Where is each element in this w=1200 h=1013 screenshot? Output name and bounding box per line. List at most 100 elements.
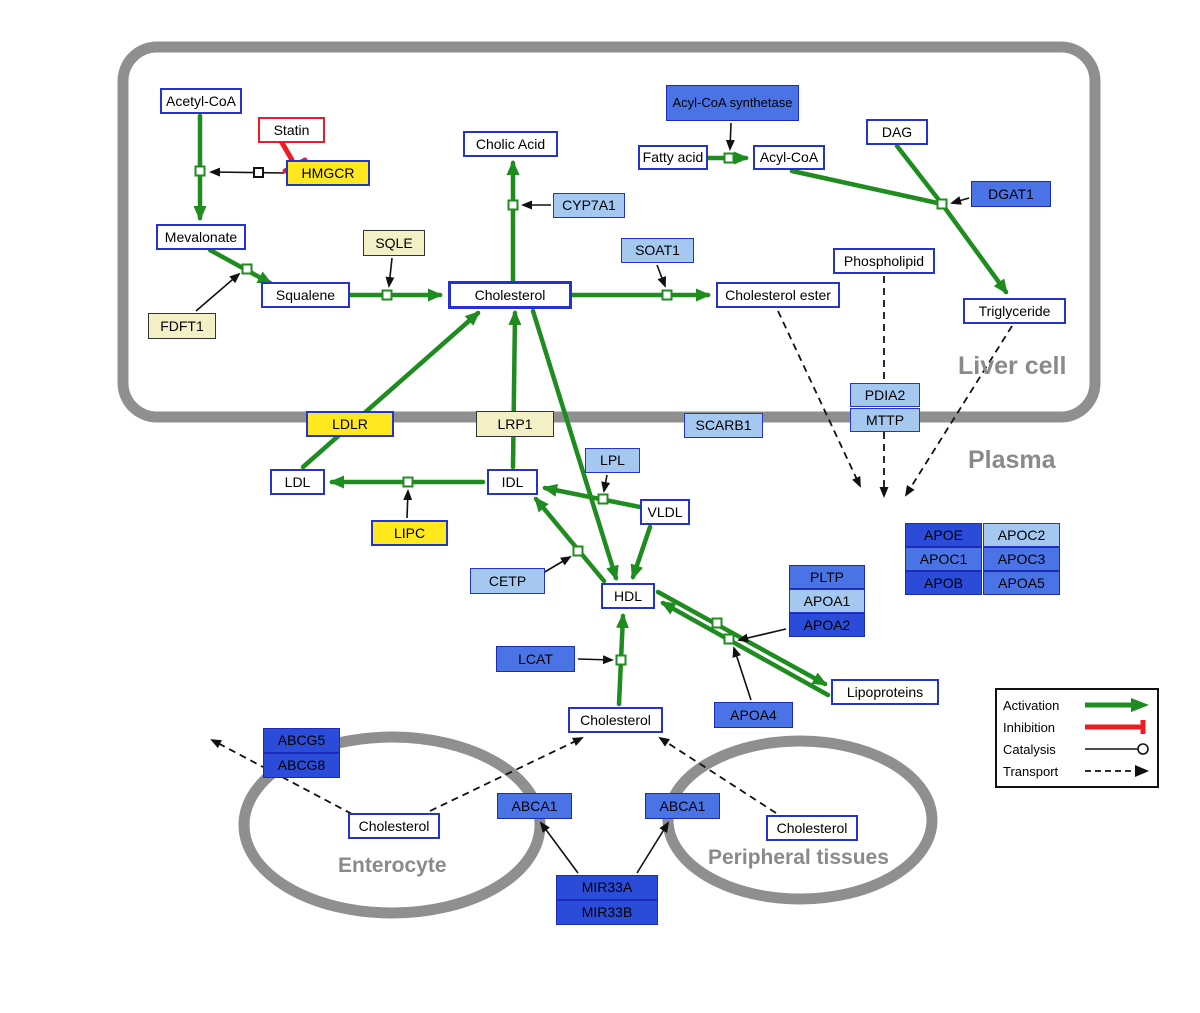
catalysis-lpl [601,474,611,493]
node-lipoproteins: Lipoproteins [831,679,939,705]
node-dag: DAG [866,119,928,145]
edge-acylcoa-dgatnode [789,168,945,207]
gene-lipc: LIPC [371,520,448,546]
inhibition-line [278,138,295,163]
node-fatty-acid: Fatty acid [638,145,708,170]
gene-lpl: LPL [585,448,640,473]
catalysis-lipc [403,489,413,519]
catalysis-cetp [542,555,572,574]
compartment-shapes [117,41,1101,919]
legend-row-catalysis: Catalysis [1003,739,1151,759]
gene-apoa1: APOA1 [789,589,865,613]
edge-vldl-hdl [630,524,653,580]
gene-abcg5: ABCG5 [263,728,340,753]
edge-mevalonate-squalene [207,247,273,286]
node-cholesterol-plasma: Cholesterol [568,707,663,733]
reaction-node [402,476,414,488]
plasma-label: Plasma [968,446,1056,474]
peripheral-tissues-outline [662,735,938,905]
edge-vldl-idl-lpl [542,483,643,510]
gene-pltp: PLTP [789,565,865,589]
gene-acyl-coa-synthetase: Acyl-CoA synthetase [666,85,799,121]
gene-fdft1: FDFT1 [148,313,216,339]
gene-apoa2: APOA2 [789,613,865,637]
gene-abca1-left: ABCA1 [497,793,572,819]
reaction-node [711,617,723,629]
gene-pdia2: PDIA2 [850,383,920,407]
reaction-nodes [194,152,948,666]
catalysis-soat1 [656,264,667,288]
peripheral-tissues-label: Peripheral tissues [708,846,889,869]
edge-cholesterol-hdl [530,308,619,581]
catalysis-hmgcr [209,167,285,177]
reaction-node [936,198,948,210]
node-cholesterol-liver: Cholesterol [448,281,572,309]
legend-row-transport: Transport [1003,761,1151,781]
catalysis-node-hmgcr [253,167,264,178]
activation-arrow-icon [1085,698,1149,712]
edge-lipoproteins-hdl [660,600,831,698]
catalysis-apoa4 [732,646,752,701]
gene-mir33a: MIR33A [556,875,658,900]
node-mevalonate: Mevalonate [156,224,246,250]
reaction-node [723,633,735,645]
node-acyl-coa: Acyl-CoA [753,145,825,170]
gene-hmgcr: HMGCR [286,160,370,186]
node-ldl: LDL [270,469,325,495]
legend-transport-label: Transport [1003,763,1059,779]
catalysis-sqle [385,257,395,288]
reaction-node [661,289,673,301]
reaction-node [507,199,519,211]
edge-ldl-ldlr-cholesterol [300,310,481,470]
reaction-node [597,493,609,505]
node-triglyceride: Triglyceride [963,298,1066,324]
gene-cyp7a1: CYP7A1 [553,193,625,218]
legend-activation-label: Activation [1003,697,1060,713]
catalysis-circle-icon [1085,743,1149,755]
transport-cholesterol-abcg-efflux [210,739,353,815]
node-acetyl-coa: Acetyl-CoA [160,88,242,114]
node-cholesterol-ester: Cholesterol ester [716,282,840,308]
gene-scarb1: SCARB1 [684,413,763,438]
edge-dgatnode-triglyceride [939,201,1009,295]
edge-hdl-idl-cetp [533,496,607,584]
node-statin: Statin [258,117,325,143]
liver-cell-outline [117,41,1101,423]
gene-apoc3: APOC3 [983,547,1060,571]
liver-cell-label: Liver cell [958,352,1067,380]
gene-apoc2: APOC2 [983,523,1060,547]
node-idl: IDL [487,469,538,495]
reaction-node [194,165,206,177]
gene-ldlr: LDLR [306,411,394,437]
node-vldl: VLDL [640,499,690,525]
gene-sqle: SQLE [363,230,425,256]
gene-apoa5: APOA5 [983,571,1060,595]
gene-mir33b: MIR33B [556,900,658,925]
gene-lcat: LCAT [496,646,575,672]
inhibition-tbar-icon [1085,720,1146,734]
gene-abcg8: ABCG8 [263,753,340,778]
gene-mttp: MTTP [850,408,920,432]
transport-triglyceride-plasma [904,325,1013,497]
regulation-mir33-abca1-right [636,821,670,874]
gene-cetp: CETP [470,568,545,594]
reaction-node [723,152,735,164]
legend: Activation Inhibition Catalysis Transpor… [995,688,1159,788]
gene-apob: APOB [905,571,982,595]
node-cholesterol-enterocyte: Cholesterol [348,813,440,839]
reaction-node [615,654,627,666]
catalysis-apoa-complex [737,628,787,643]
edge-dag-dgatnode [894,143,945,207]
legend-inhibition-label: Inhibition [1003,719,1056,735]
legend-catalysis-label: Catalysis [1003,741,1056,757]
gene-apoe: APOE [905,523,982,547]
node-squalene: Squalene [261,282,350,308]
transport-enterocyte-cholesterol [429,737,584,812]
reaction-node [381,289,393,301]
node-cholesterol-peripheral: Cholesterol [766,815,858,841]
node-phospholipid: Phospholipid [833,248,935,274]
transport-dashed-arrow-icon [1085,765,1149,777]
gene-abca1-right: ABCA1 [645,793,720,819]
